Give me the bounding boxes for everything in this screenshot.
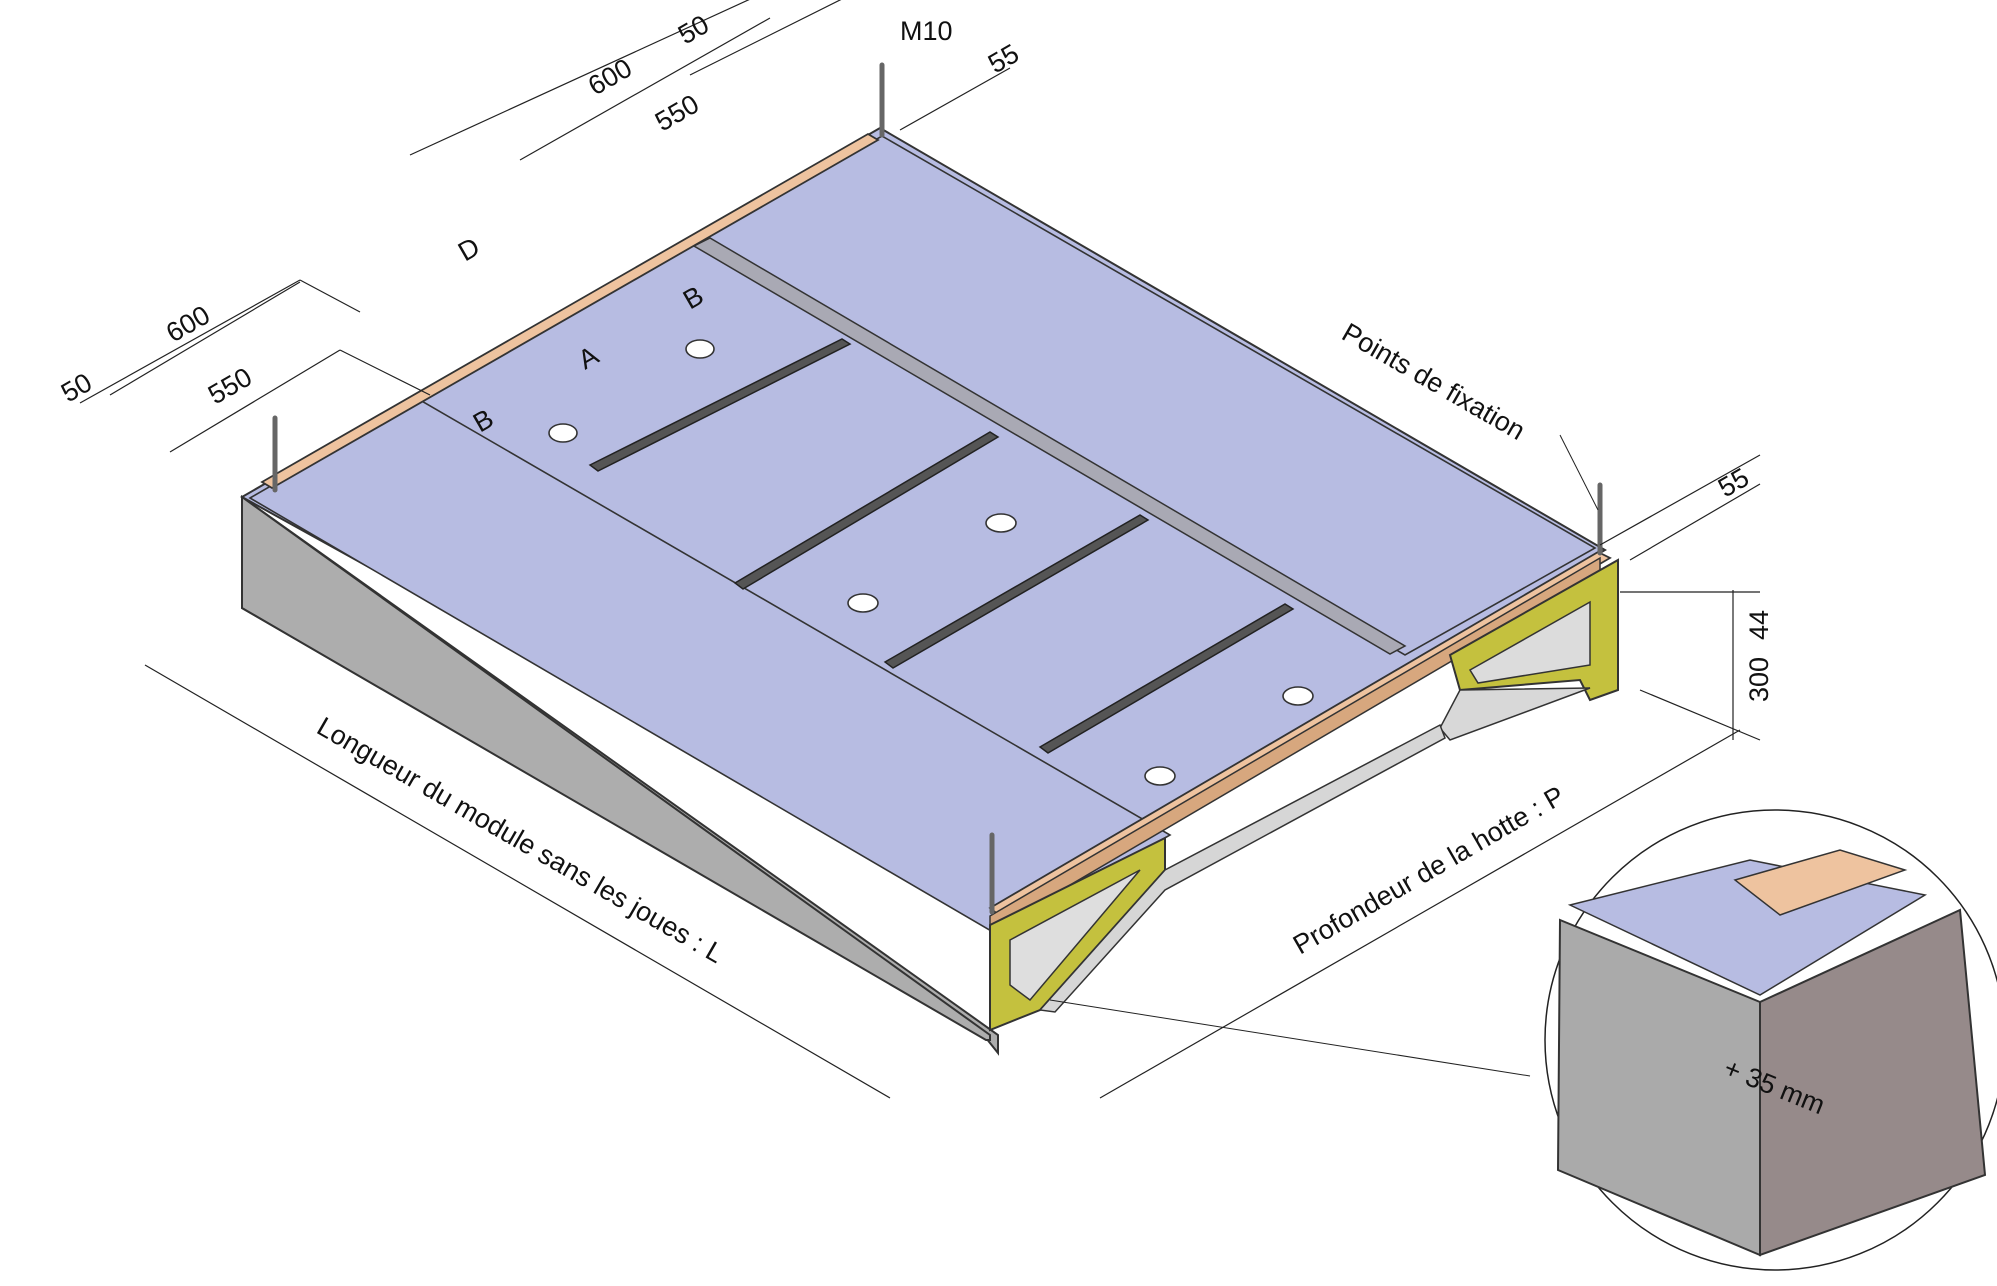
dim-front-50: 50: [56, 367, 97, 408]
front-bracket-support: [1038, 723, 1446, 1013]
cross-slat: [733, 431, 1000, 590]
rear-inner-rail: [692, 237, 1407, 655]
dim-front-550: 550: [203, 362, 257, 411]
cross-slat: [1038, 603, 1295, 754]
fixing-points-leader: [1559, 434, 1599, 511]
dim-top-55: 55: [983, 38, 1024, 79]
dim-front-600: 600: [161, 300, 215, 349]
hood-body: [239, 62, 1619, 1056]
dim-back-550: 550: [650, 89, 704, 138]
dim-back-50: 50: [673, 9, 714, 50]
hole: [1144, 766, 1176, 786]
cross-slats: [588, 338, 1295, 754]
zoom-rail: [1733, 849, 1908, 916]
hole: [985, 513, 1017, 533]
zoom-leader: [1049, 999, 1531, 1077]
dimension-lines: [79, 0, 1761, 1099]
hole: [847, 593, 879, 613]
dim-height-300: 300: [1744, 657, 1774, 702]
dim-height-44: 44: [1744, 610, 1774, 640]
rear-bracket-support: [1439, 687, 1591, 741]
zoom-side-wall-dark: [1759, 908, 1987, 1257]
dim-D: D: [453, 231, 485, 267]
hole: [685, 339, 715, 359]
zoom-detail: + 35 mm: [1049, 809, 1997, 1271]
cross-slat: [883, 514, 1150, 669]
hole: [548, 423, 578, 443]
front-rail: [260, 132, 880, 490]
threaded-rods: [272, 62, 1603, 915]
front-bracket-void: [1009, 869, 1141, 1002]
cross-slat: [588, 338, 852, 472]
label-hood-depth: Profondeur de la hotte : P: [1288, 780, 1569, 960]
rear-bracket-void: [1468, 600, 1591, 684]
dim-bolt-spec: M10: [900, 16, 953, 46]
dim-back-600: 600: [583, 53, 637, 102]
hole: [1282, 686, 1314, 706]
front-side-wall-lower: [241, 495, 991, 1041]
panel-holes: [548, 339, 1314, 786]
dim-right-55: 55: [1713, 462, 1754, 503]
